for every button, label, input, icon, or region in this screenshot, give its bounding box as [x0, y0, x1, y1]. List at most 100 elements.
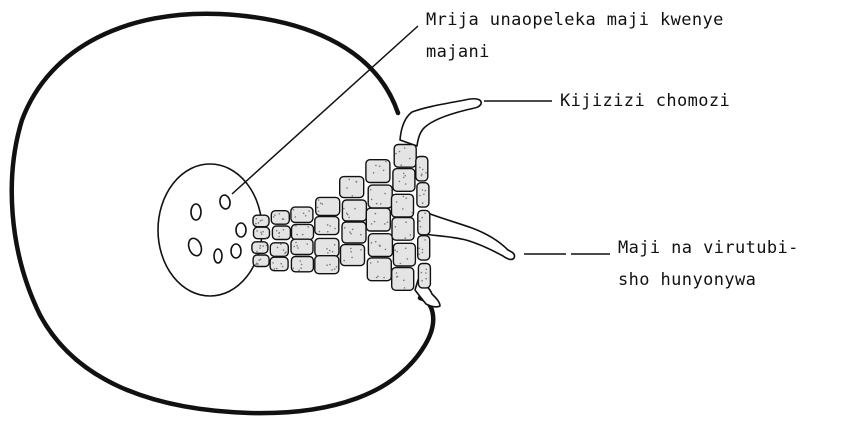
cell-stipple [422, 189, 424, 191]
cell-stipple [331, 269, 333, 271]
cell-stipple [409, 158, 411, 160]
cell-stipple [402, 208, 404, 210]
cell-stipple [422, 202, 424, 204]
cell-stipple [308, 210, 310, 212]
cell-stipple [344, 227, 346, 229]
cell-stipple [303, 213, 305, 215]
cell-stipple [255, 264, 257, 266]
cell-stipple [377, 261, 379, 263]
cell-stipple [293, 246, 295, 248]
cell-stipple [348, 217, 350, 219]
cell-stipple [396, 272, 398, 274]
cell-stipple [373, 172, 375, 174]
cell-stipple [298, 269, 300, 271]
cell-stipple [334, 268, 336, 270]
cell-stipple [305, 215, 307, 217]
cell-stipple [261, 233, 263, 235]
cell-stipple [421, 217, 423, 219]
cell-stipple [421, 173, 423, 175]
cell-stipple [385, 249, 387, 251]
absorption-label-line1: Maji na virutubi- [618, 238, 799, 259]
cell-stipple [274, 268, 276, 270]
cell-stipple [418, 253, 420, 255]
cell-stipple [360, 234, 362, 236]
cell-stipple [387, 221, 389, 223]
cortex-cell [367, 258, 391, 281]
cell-stipple [379, 165, 381, 167]
cell-stipple [262, 231, 264, 233]
cell-stipple [404, 147, 406, 149]
cell-stipple [424, 239, 426, 241]
cell-stipple [404, 175, 406, 177]
cell-stipple [261, 219, 263, 221]
cell-stipple [425, 190, 427, 192]
cell-stipple [334, 228, 336, 230]
cell-stipple [293, 209, 295, 211]
cell-stipple [336, 266, 338, 268]
cell-stipple [329, 225, 331, 227]
cortex-cell [418, 210, 430, 234]
cell-stipple [318, 211, 320, 213]
cell-stipple [424, 212, 426, 214]
cell-stipple [403, 177, 405, 179]
cortex-cell [393, 243, 415, 266]
cell-stipple [300, 260, 302, 262]
cell-stipple [274, 214, 276, 216]
cell-stipple [273, 216, 275, 218]
cell-stipple [350, 251, 352, 253]
cell-stipple [296, 234, 298, 236]
cell-stipple [405, 237, 407, 239]
cortex-cell [418, 264, 430, 288]
cell-stipple [279, 232, 281, 234]
root-hair-label: Kijizizi chomozi [560, 91, 730, 112]
cell-stipple [384, 223, 386, 225]
cortex-cell [416, 157, 428, 181]
cell-stipple [410, 234, 412, 236]
cell-stipple [317, 207, 319, 209]
cell-stipple [343, 260, 345, 262]
cell-stipple [295, 242, 297, 244]
root-hair-lower [424, 212, 515, 259]
cell-stipple [375, 165, 377, 167]
cortex-cell [315, 238, 339, 256]
cell-stipple [405, 197, 407, 199]
cell-stipple [421, 280, 423, 282]
cell-stipple [346, 212, 348, 214]
cell-stipple [259, 247, 261, 249]
cell-stipple [294, 225, 296, 227]
cortex-cell [368, 234, 392, 257]
cortex-cell [392, 194, 414, 217]
cortex-cell [366, 160, 390, 183]
cell-stipple [396, 251, 398, 253]
cortex-cell [272, 226, 290, 240]
cell-stipple [327, 224, 329, 226]
cortex-cell [341, 245, 365, 266]
cell-stipple [283, 229, 285, 231]
cortex-cell [291, 257, 313, 272]
cell-stipple [258, 259, 260, 261]
cell-stipple [360, 249, 362, 251]
cell-stipple [297, 247, 299, 249]
cell-stipple [422, 169, 424, 171]
cell-stipple [255, 223, 257, 225]
cell-stipple [276, 268, 278, 270]
cell-stipple [258, 222, 260, 224]
cell-stipple [334, 244, 336, 246]
cell-stipple [260, 259, 262, 261]
cell-stipple [422, 249, 424, 251]
cortex-cell [291, 207, 313, 222]
cell-stipple [332, 251, 334, 253]
cell-stipple [421, 272, 423, 274]
cortex-cell [342, 222, 366, 243]
cell-stipple [319, 231, 321, 233]
cell-stipple [375, 241, 377, 243]
vascular-label-line2: majani [426, 42, 490, 63]
cell-stipple [285, 251, 287, 253]
cell-stipple [370, 189, 372, 191]
cell-stipple [420, 226, 422, 228]
cell-stipple [278, 236, 280, 238]
cell-stipple [256, 251, 258, 253]
cell-stipple [256, 230, 258, 232]
cell-stipple [256, 218, 258, 220]
